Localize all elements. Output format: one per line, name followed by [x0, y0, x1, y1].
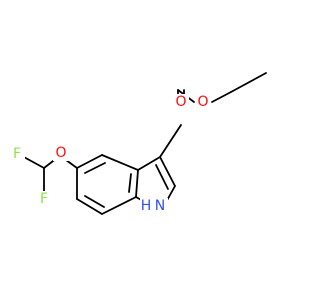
bond-ethyl-o [211, 91, 232, 103]
bond-c5-o-ether [65, 159, 78, 169]
bond-c7a-c3a-inner [128, 173, 132, 193]
indole-nitrogen-label-bg [152, 198, 168, 214]
indole-hydrogen-label-bg [140, 198, 152, 214]
bottom-fluorine-label-bg [36, 191, 52, 207]
carbonyl-oxygen-label: O [175, 94, 186, 110]
bond-c2-c3-inner [155, 164, 169, 190]
bond-c4-c5 [76, 154, 103, 169]
atom-label-layer: O O O F F N H [9, 94, 211, 214]
bond-ethyl [230, 72, 267, 93]
structure-canvas: O O O F F N H [9, 72, 267, 215]
bond-c3-c3a [137, 156, 161, 171]
bottom-fluorine-label: F [40, 191, 48, 207]
bond-carbonyl-to-c3 [159, 124, 182, 158]
bond-layer [21, 72, 267, 215]
ester-oxygen-label-bg [195, 94, 211, 110]
bond-c3a-c4 [101, 154, 139, 171]
ester-oxygen-label: O [197, 94, 208, 110]
bond-chf2-f-top [21, 155, 45, 169]
bond-c3-c2 [159, 156, 176, 187]
molecule-diagram: O O O F F N H [9, 72, 267, 215]
ether-oxygen-label-bg [53, 145, 69, 161]
bond-c6-c7-inner [84, 195, 105, 208]
bond-c6-c7 [76, 198, 103, 215]
top-fluorine-label-bg [9, 146, 25, 162]
indole-hydrogen-label: H [141, 198, 152, 214]
top-fluorine-label: F [13, 146, 21, 162]
carbonyl-oxygen-label-bg [173, 94, 189, 110]
bond-c4-c5-inner [84, 162, 106, 174]
bond-c7-c7a [101, 196, 137, 215]
ether-oxygen-label: O [55, 145, 66, 161]
indole-nitrogen-label: N [155, 198, 165, 214]
bond-c7a-c3a [135, 169, 139, 198]
